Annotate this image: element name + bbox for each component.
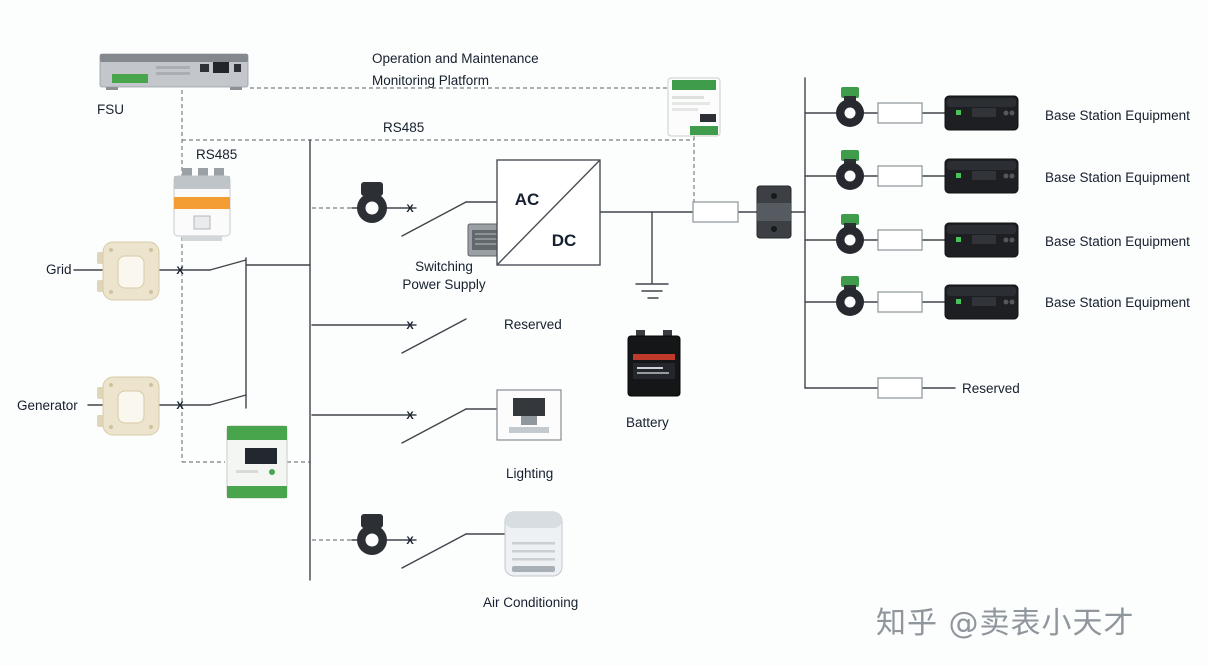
circuit-breaker-device xyxy=(173,168,231,241)
platform-label-line1: Operation and Maintenance xyxy=(372,51,539,66)
feeder-ct-icon xyxy=(357,182,387,223)
reserved-output-label: Reserved xyxy=(962,381,1020,396)
lighting-label: Lighting xyxy=(506,466,553,481)
generator-switch-blade xyxy=(209,394,247,406)
ac-label: AC xyxy=(515,190,540,209)
battery-label: Battery xyxy=(626,415,669,430)
feeder-ct-icon xyxy=(357,514,387,555)
battery-device xyxy=(627,330,681,397)
dc-label: DC xyxy=(552,231,577,250)
branch3-switch-x-mark: X xyxy=(406,410,414,422)
rs485-comm-links xyxy=(181,87,695,541)
branch4-blade xyxy=(401,533,467,569)
rs485-fsu-label: RS485 xyxy=(196,147,237,162)
output-fuse xyxy=(877,291,923,313)
shunt-device xyxy=(756,185,792,239)
switching-label-line1: Switching xyxy=(415,259,473,274)
meter-top-terminals xyxy=(227,426,287,440)
module-bottom-terminals xyxy=(690,126,718,135)
lighting-device xyxy=(496,389,562,441)
reserved-feeder-label: Reserved xyxy=(504,317,562,332)
generator-transformer-device xyxy=(97,376,160,436)
branch1-blade xyxy=(401,201,467,237)
platform-label-line2: Monitoring Platform xyxy=(372,73,489,88)
branch4-switch-x-mark: X xyxy=(406,535,414,547)
base-station-equipment-device xyxy=(944,95,1019,131)
output-ct-icon xyxy=(836,87,864,127)
base-station-equipment-label: Base Station Equipment xyxy=(1045,108,1190,123)
meter-display xyxy=(245,448,277,464)
branch3-blade xyxy=(401,408,467,444)
output-fuse xyxy=(877,229,923,251)
energy-meter-device xyxy=(226,425,288,499)
grid-transformer-device xyxy=(97,241,160,301)
fsu-terminal-strip xyxy=(112,74,148,83)
base-station-equipment-label: Base Station Equipment xyxy=(1045,295,1190,310)
generator-label: Generator xyxy=(17,398,78,413)
base-station-equipment-label: Base Station Equipment xyxy=(1045,170,1190,185)
ground-symbol xyxy=(635,283,669,299)
meter-bottom-terminals xyxy=(227,486,287,498)
base-station-equipment-device xyxy=(944,158,1019,194)
grid-label: Grid xyxy=(46,262,72,277)
air-conditioner-device xyxy=(504,511,563,577)
module-top-terminals xyxy=(672,80,716,90)
rs485-bus-label: RS485 xyxy=(383,120,424,135)
output-ct-icon xyxy=(836,150,864,190)
branch2-switch-x-mark: X xyxy=(406,320,414,332)
branch2-blade xyxy=(401,318,467,354)
fsu-device xyxy=(99,53,249,90)
fsu-label: FSU xyxy=(97,102,124,117)
grid-switch-x-mark: X xyxy=(176,265,184,277)
acdc-converter: AC DC xyxy=(496,159,601,266)
branch1-switch-x-mark: X xyxy=(406,203,414,215)
monitoring-module-device xyxy=(667,77,721,137)
grid-switch-blade xyxy=(209,259,247,271)
output-fuse xyxy=(877,102,923,124)
output-fuse xyxy=(692,201,739,223)
breaker-orange-band xyxy=(174,197,230,209)
output-ct-icon xyxy=(836,214,864,254)
reserved-fuse xyxy=(877,377,923,399)
air-conditioning-label: Air Conditioning xyxy=(483,595,578,610)
zhihu-watermark: 知乎 @卖表小天才 xyxy=(876,606,1135,641)
switching-label-line2: Power Supply xyxy=(402,277,486,292)
base-station-equipment-device xyxy=(944,222,1019,258)
base-station-equipment-label: Base Station Equipment xyxy=(1045,234,1190,249)
output-ct-icon xyxy=(836,276,864,316)
generator-switch-x-mark: X xyxy=(176,400,184,412)
output-fuse xyxy=(877,165,923,187)
base-station-equipment-device xyxy=(944,284,1019,320)
